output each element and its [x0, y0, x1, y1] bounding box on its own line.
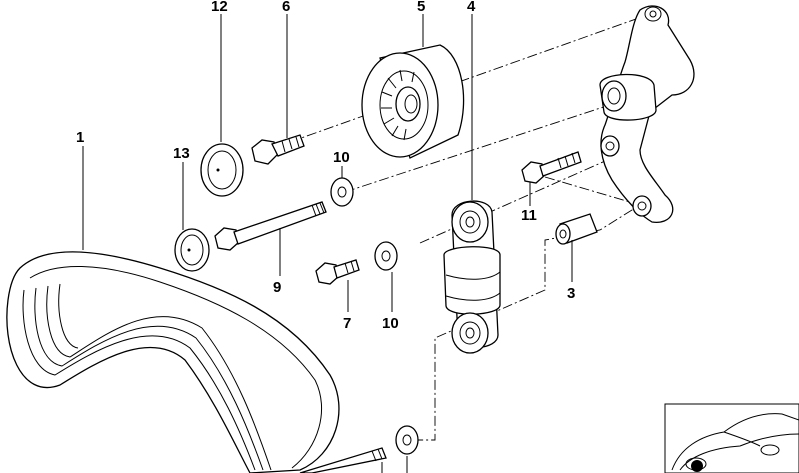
- spacer-sleeve: [555, 213, 598, 245]
- callout-labels: 1 12 6 5 4 13 10 9 7 10 11 3: [76, 0, 575, 332]
- tension-pulley: [361, 44, 465, 159]
- hex-bolt: [251, 134, 305, 165]
- small-cap: [174, 228, 210, 272]
- leader-lines: [82, 14, 573, 473]
- callout-10-lower: 10: [382, 315, 399, 332]
- car-location-thumbnail-icon: [671, 413, 799, 472]
- short-bolt: [315, 259, 360, 285]
- callout-6: 6: [282, 0, 290, 15]
- callout-4: 4: [467, 0, 476, 15]
- callout-9: 9: [273, 279, 281, 296]
- long-bolt: [214, 201, 327, 251]
- callout-3: 3: [567, 285, 575, 302]
- belt-tensioner: [443, 200, 501, 354]
- callout-1: 1: [76, 129, 84, 146]
- callout-13: 13: [173, 145, 190, 162]
- callout-5: 5: [417, 0, 425, 15]
- callout-11: 11: [521, 207, 537, 224]
- bottom-washer: [395, 425, 419, 455]
- ribbed-belt: [6, 251, 340, 473]
- flange-bolt: [521, 151, 582, 184]
- callout-10-upper: 10: [333, 149, 350, 166]
- tensioner-bracket: [599, 5, 695, 223]
- bottom-bolt: [299, 447, 387, 473]
- washer-upper: [330, 177, 354, 207]
- washer-lower: [374, 241, 398, 271]
- pulley-cap: [200, 143, 244, 197]
- callout-7: 7: [343, 315, 351, 332]
- callout-12: 12: [211, 0, 228, 15]
- car-location-thumbnail: [664, 403, 799, 473]
